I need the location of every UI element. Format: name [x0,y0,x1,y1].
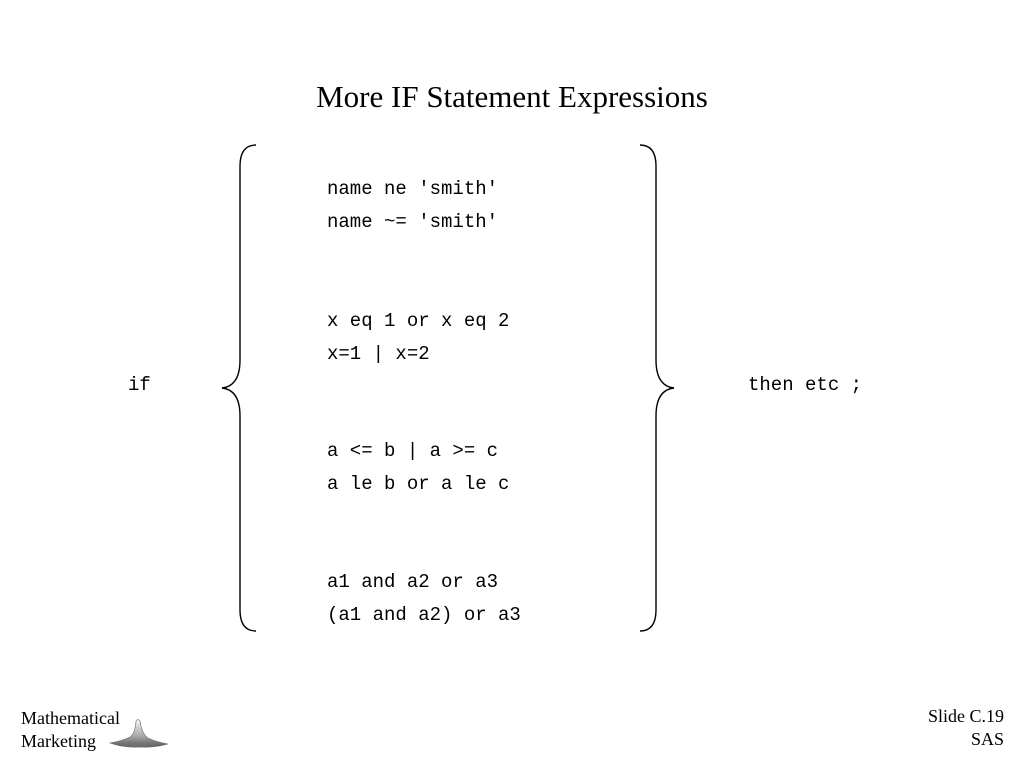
brand-text: Mathematical Marketing [21,707,120,753]
expression-line: a le b or a le c [327,473,510,495]
expression-line: (a1 and a2) or a3 [327,604,521,626]
slide-topic: SAS [970,729,1004,749]
slide-title: More IF Statement Expressions [316,79,708,114]
expression-line: a <= b | a >= c [327,440,499,462]
slide-number: Slide C.19 [927,706,1004,726]
if-keyword: if [128,374,151,396]
brand-line-1: Mathematical [21,708,120,728]
brand-line-2: Marketing [21,731,96,751]
expression-line: name ~= 'smith' [327,211,499,233]
left-curly-brace [221,144,257,632]
right-curly-brace [639,144,675,632]
bell-curve-logo-icon [108,719,169,748]
expression-line: a1 and a2 or a3 [327,571,499,593]
then-keyword: then etc ; [748,374,863,396]
expression-line: x=1 | x=2 [327,343,430,365]
slide-footer-info: Slide C.19 SAS [928,705,1004,751]
expression-line: name ne 'smith' [327,178,499,200]
expression-line: x eq 1 or x eq 2 [327,310,510,332]
